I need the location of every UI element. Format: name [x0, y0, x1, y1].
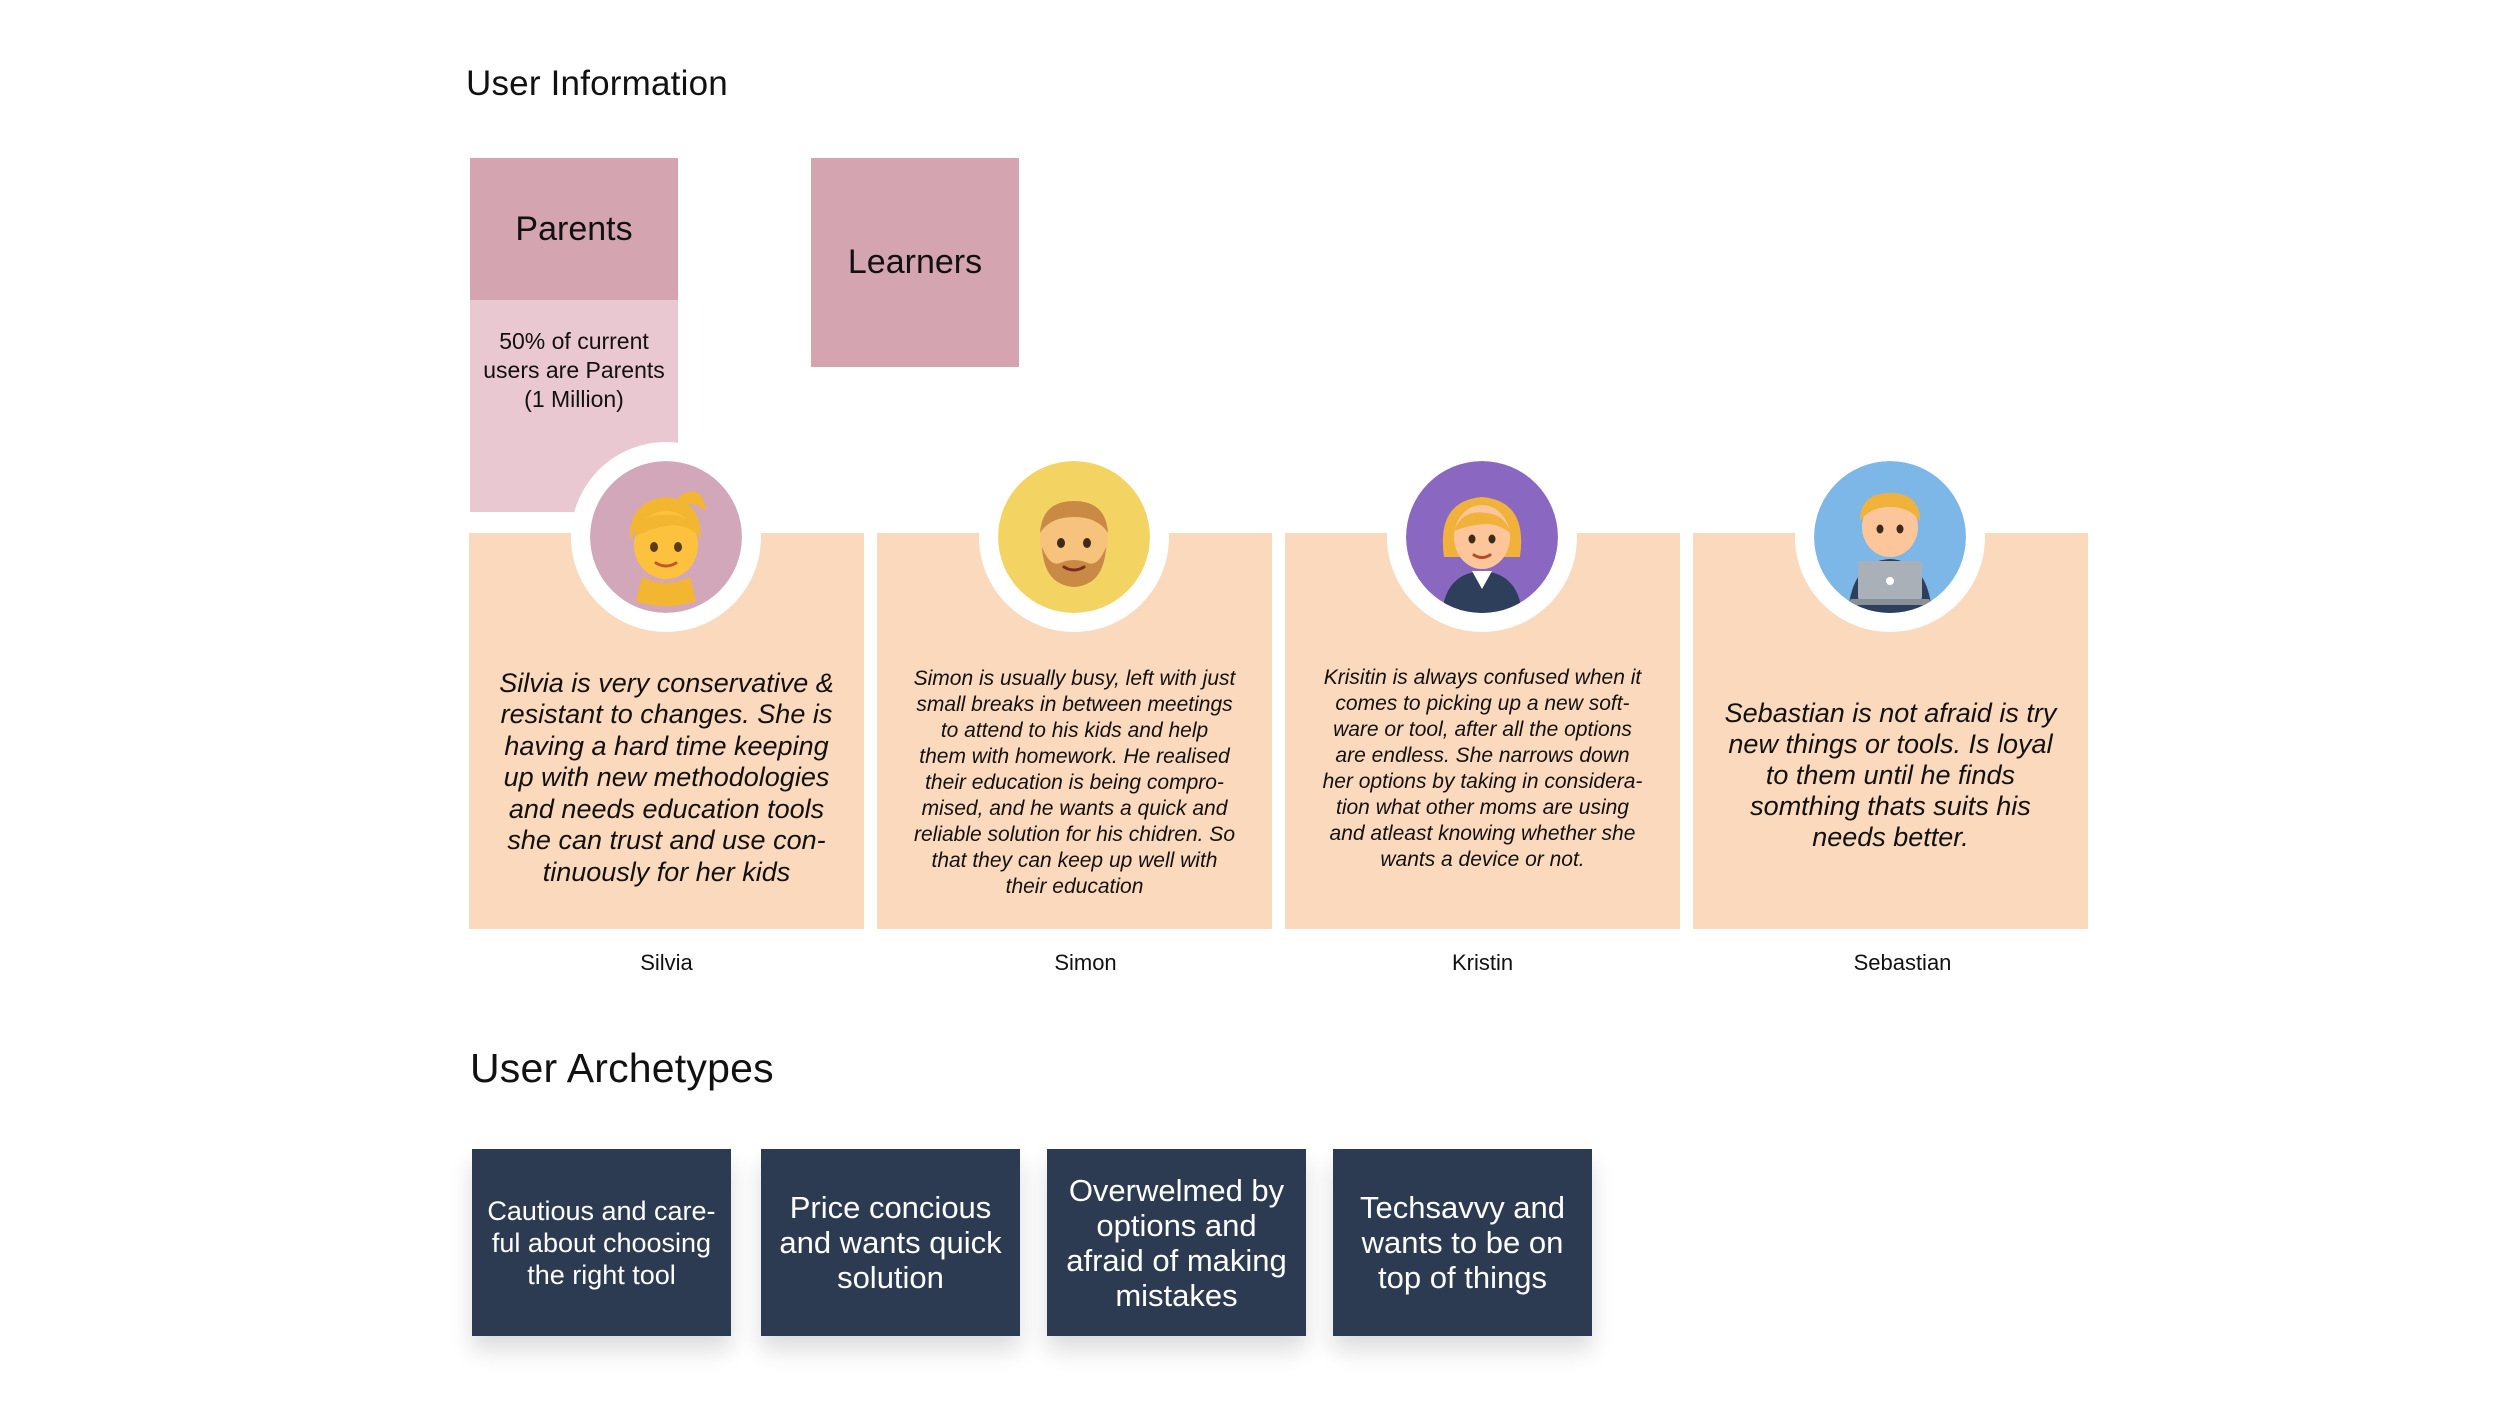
segment-parents: Parents: [470, 158, 678, 300]
archetype-card: Price concious and wants quick solution: [761, 1149, 1020, 1336]
persona-name: Kristin: [1451, 950, 1514, 975]
bearded-man-emoji-icon: [998, 461, 1150, 613]
persona-description: Sebastian is not afraid is try new thing…: [1724, 697, 2057, 852]
persona-description: Krisitin is always confused when it come…: [1322, 666, 1643, 871]
archetype-card: Techsavvy and wants to be on top of thin…: [1333, 1149, 1592, 1336]
segment-learners: Learners: [811, 158, 1019, 367]
persona-description: Silvia is very conservative & resistant …: [499, 667, 834, 887]
persona-description: Simon is usually busy, left with just sm…: [913, 667, 1236, 898]
avatar-silvia: [590, 461, 742, 613]
parents-note-line: (1 Million): [524, 386, 624, 412]
avatar-kristin: [1406, 461, 1558, 613]
parents-note-line: 50% of current: [499, 328, 649, 354]
user-archetypes-title: User Archetypes: [470, 1045, 774, 1091]
segment-learners-label: Learners: [847, 243, 983, 281]
avatar-simon: [998, 461, 1150, 613]
parents-note: 50% of current users are Parents (1 Mill…: [470, 300, 678, 512]
avatar-sebastian: [1814, 461, 1966, 613]
user-information-title: User Information: [466, 64, 728, 103]
archetype-card: Overwelmed by options and afraid of maki…: [1047, 1149, 1306, 1336]
segment-parents-label: Parents: [515, 209, 633, 248]
persona-name: Sebastian: [1853, 950, 1952, 975]
persona-name: Silvia: [640, 950, 693, 975]
archetype-card: Cautious and care- ful about choosing th…: [472, 1149, 731, 1336]
woman-emoji-icon: [590, 461, 742, 613]
woman-office-worker-emoji-icon: [1406, 461, 1558, 613]
persona-name: Simon: [1054, 950, 1117, 975]
man-technologist-emoji-icon: [1814, 461, 1966, 613]
persona-card-kristin: Krisitin is always confused when it come…: [1285, 533, 1680, 929]
parents-note-line: users are Parents: [483, 357, 665, 383]
